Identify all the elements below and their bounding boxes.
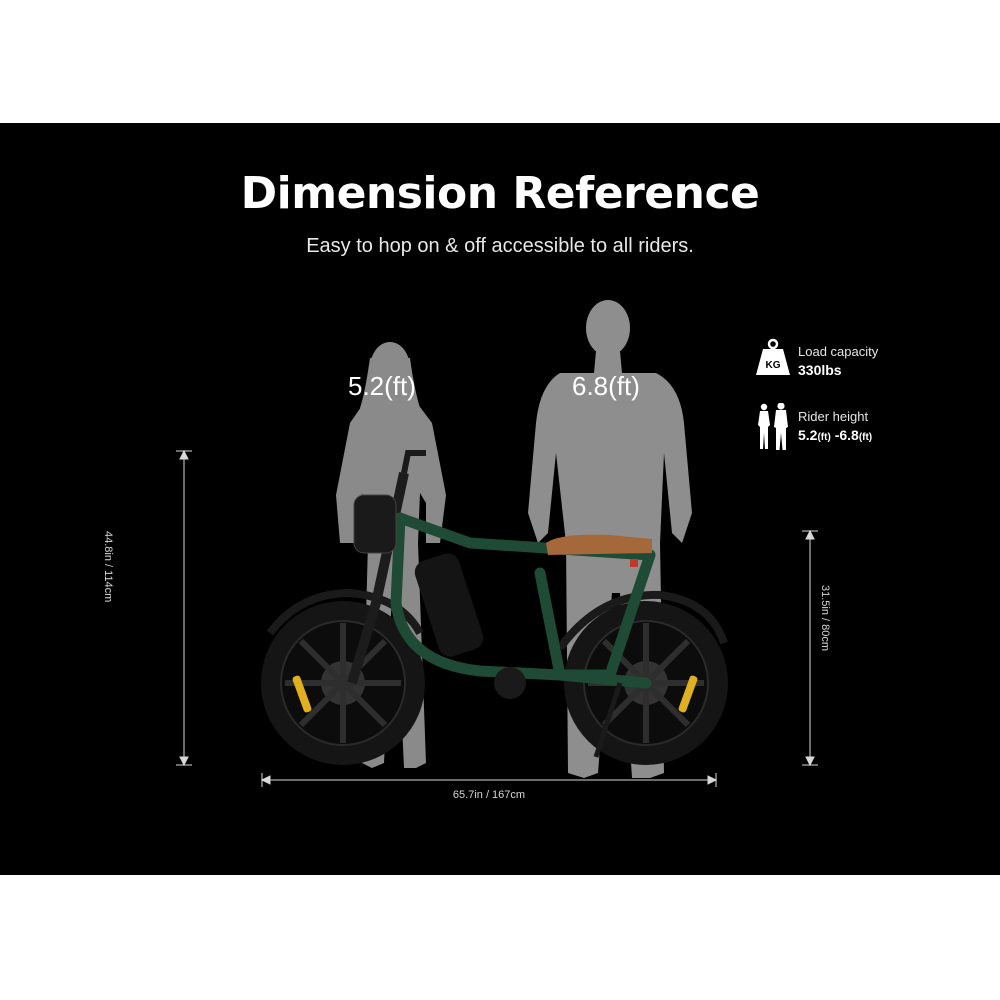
overall-height-label: 44.8in / 114cm [102, 531, 114, 603]
rider-height-label: Rider height [798, 409, 869, 424]
overall-length-label: 65.7in / 167cm [452, 789, 526, 801]
load-capacity-label: Load capacity [798, 344, 879, 359]
rider-height-max: -6.8 [834, 427, 859, 443]
load-capacity-value: 330lbs [798, 362, 842, 378]
dimension-panel: Dimension Reference Easy to hop on & off… [0, 123, 1000, 875]
rider-height-value: 5.2(ft) -6.8(ft) [798, 427, 872, 443]
seat-height-label: 31.5in / 80cm [819, 585, 831, 652]
page-title: Dimension Reference [240, 168, 760, 219]
ebike-illustration [261, 450, 728, 765]
rider-height-unit-max: (ft) [858, 432, 873, 443]
rider-height-unit-min: (ft) [817, 432, 831, 443]
rider-height-min: 5.2 [798, 427, 818, 443]
dimension-lines [176, 449, 818, 787]
page-subtitle: Easy to hop on & off accessible to all r… [306, 235, 694, 257]
weight-icon-text: KG [766, 360, 781, 371]
woman-height-label: 5.2(ft) [348, 371, 416, 401]
weight-icon: KG [756, 338, 790, 375]
man-height-label: 6.8(ft) [572, 371, 640, 401]
bike-scene [176, 300, 818, 787]
riders-icon [758, 403, 788, 450]
